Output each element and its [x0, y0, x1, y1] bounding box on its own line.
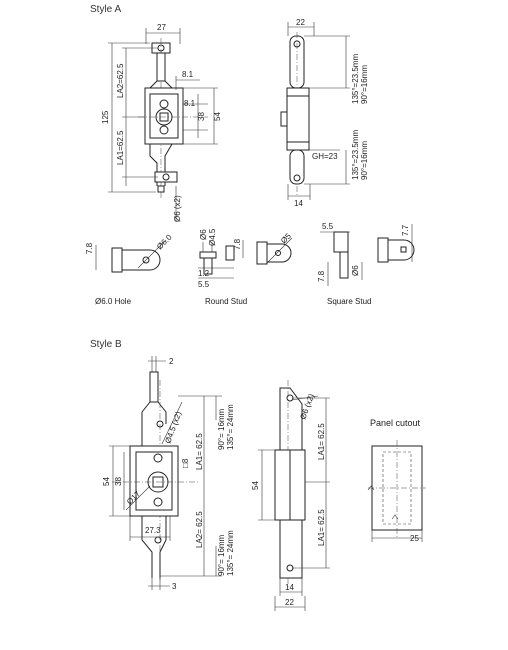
dim-square-7-7: 7.7: [401, 224, 410, 236]
dim-7-8-hole: 7.8: [85, 242, 94, 254]
dim-b-down-135: 135°= 24mm: [226, 530, 235, 576]
dim-8-1-mid: 8.1: [184, 99, 196, 108]
dim-b-22: 22: [285, 598, 294, 607]
dim-b-2: 2: [169, 357, 174, 366]
square-stud-detail: 5.5 7.8 Ø6 7.7 Square Stud: [317, 222, 415, 306]
dim-14: 14: [294, 199, 303, 208]
dim-b-3: 3: [172, 582, 177, 591]
dim-round-1-2: 1.2: [198, 269, 210, 278]
dim-b-la1: LA1= 62.5: [195, 433, 204, 470]
style-b-side-view: Ø6 (x2) 54 LA1= 62.5 LA1= 62.5 14 22: [251, 380, 330, 611]
dim-la2: LA2=62.5: [116, 63, 125, 98]
dim-up-135: 135°=23.5mm: [351, 54, 360, 104]
dim-round-4-5: Ø4.5: [208, 228, 217, 246]
hole-caption: Ø6.0 Hole: [95, 297, 132, 306]
dim-38: 38: [197, 112, 206, 121]
dim-la1: LA1=62.5: [116, 130, 125, 165]
dim-125: 125: [101, 110, 110, 124]
dim-square-6: Ø6: [351, 265, 360, 276]
panel-cutout-view: 25: [367, 440, 426, 543]
round-stud-detail: Ø6 Ø4.5 1.2 5.5 7.8 Ø5 Round Stud: [198, 228, 293, 306]
round-stud-caption: Round Stud: [205, 297, 247, 306]
dim-round-5-5: 5.5: [198, 280, 210, 289]
dim-b-up-90: 90°= 16mm: [217, 408, 226, 450]
dim-square-5-5: 5.5: [322, 222, 334, 231]
dim-cutout-25: 25: [410, 534, 419, 543]
square-stud-caption: Square Stud: [327, 297, 371, 306]
panel-cutout-title: Panel cutout: [370, 418, 421, 428]
dim-round-6: Ø6: [199, 229, 208, 240]
dim-square-7-8: 7.8: [317, 270, 326, 282]
style-a-title: Style A: [90, 4, 121, 15]
dim-8-1-top: 8.1: [182, 70, 194, 79]
dim-down-135: 135°=23.5mm: [351, 130, 360, 180]
style-b-front-view: 2 54 38 Ø17 27.3 □8: [102, 356, 235, 591]
hole-detail: 7.8 Ø6.0 Ø6.0 Hole: [85, 232, 174, 306]
dim-54: 54: [213, 112, 222, 121]
dim-b-up-135: 135°= 24mm: [226, 404, 235, 450]
dim-round-5: Ø5: [279, 231, 293, 245]
dim-27: 27: [157, 23, 166, 32]
dim-b-sq8: □8: [181, 458, 190, 468]
dim-b-la2: LA2= 62.5: [195, 511, 204, 548]
dim-holes-a: Ø6 (x2): [173, 195, 182, 222]
dim-b-27-3: 27.3: [145, 526, 161, 535]
dim-down-90: 90°=16mm: [360, 141, 369, 180]
dim-up-90: 90°=16mm: [360, 65, 369, 104]
dim-b-side-la1-top: LA1= 62.5: [317, 423, 326, 460]
dim-dia-6: Ø6.0: [155, 232, 174, 251]
dim-gh: GH=23: [312, 152, 338, 161]
dim-b-side-la1-bottom: LA1= 62.5: [317, 509, 326, 546]
dim-b-38: 38: [114, 477, 123, 486]
style-b-title: Style B: [90, 339, 122, 350]
style-a-side-view: 22 GH=23 135°=23.5mm 90°=16mm 135°=23.5m…: [280, 18, 369, 208]
dim-b-down-90: 90°= 16mm: [217, 534, 226, 576]
dim-22: 22: [296, 18, 305, 27]
dim-b-54: 54: [102, 477, 111, 486]
dim-b-side-54: 54: [251, 481, 260, 490]
style-a-front-view: 27 125 LA2=62.5 LA1=62.5: [101, 23, 222, 222]
dim-round-7-8: 7.8: [233, 238, 242, 250]
dim-b-14: 14: [285, 583, 294, 592]
